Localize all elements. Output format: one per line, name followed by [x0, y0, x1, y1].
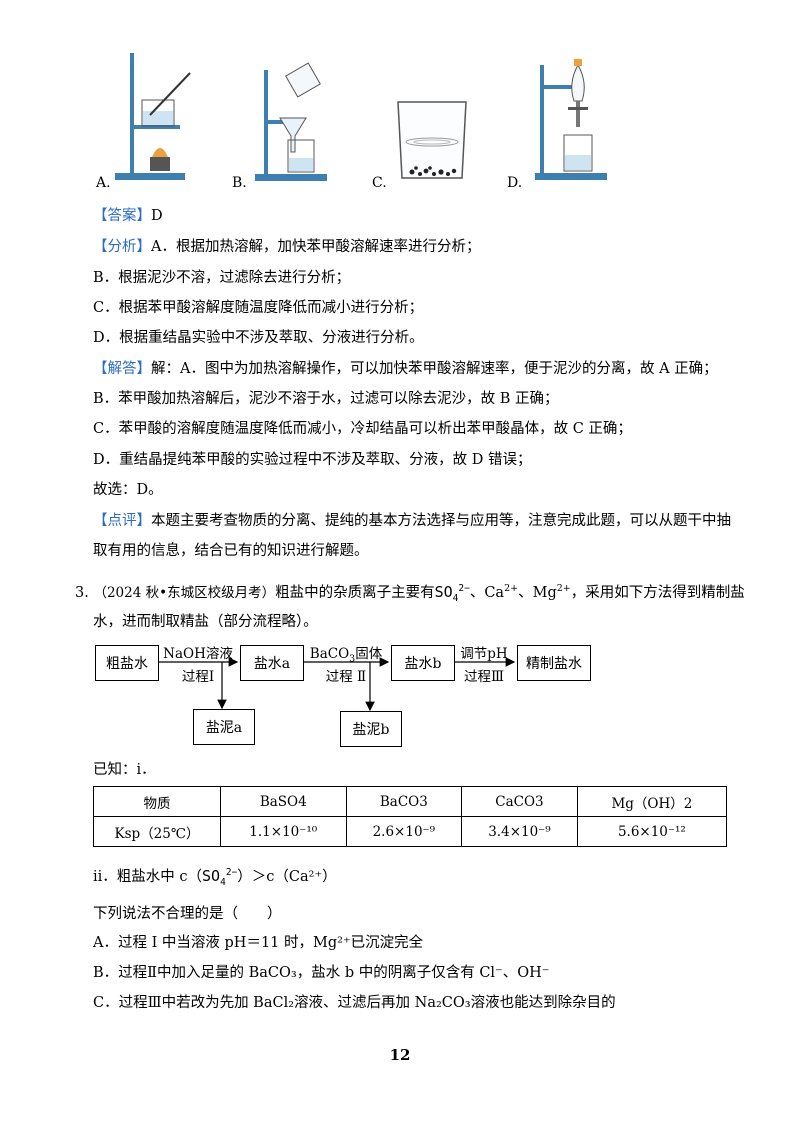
analysis-line-4: D．根据重结晶实验中不涉及萃取、分液进行分析。: [93, 330, 424, 346]
table-header-cell: CaCO3: [461, 786, 578, 817]
heating-dissolve-apparatus-icon: [115, 53, 191, 180]
solution-line-5: 故选：D。: [93, 482, 163, 498]
q3-stem-line-1: 3. （2024 秋•东城区校级月考）粗盐中的杂质离子主要有SO42−、Ca2+…: [75, 582, 745, 603]
flow-box-mud-a: 盐泥a: [193, 709, 255, 745]
flow-box-refined-brine: 精制盐水: [517, 645, 591, 681]
analysis-line-3: C．根据苯甲酸溶解度随温度降低而减小进行分析；: [93, 300, 424, 316]
baco3-solid: 固体: [355, 646, 383, 662]
mg-sup: 2+: [556, 583, 571, 595]
flow-box-crude-brine: 粗盐水: [95, 645, 159, 681]
answer-tag: 【答案】: [93, 208, 151, 224]
table-row: 物质 BaSO4 BaCO3 CaCO3 Mg（OH）2: [93, 786, 728, 817]
solution-line-3: C．苯甲酸的溶解度随温度降低而减小，冷却结晶可以析出苯甲酸晶体，故 C 正确；: [93, 421, 632, 437]
known-label: 已知：ⅰ．: [93, 762, 156, 778]
table-cell: 1.1×10⁻¹⁰: [220, 816, 347, 847]
q3-stem-a: 粗盐中的杂质离子主要有: [275, 585, 435, 601]
flow-arrow2-top: BaCO3固体: [304, 642, 388, 665]
choice-c: C．过程Ⅲ中若改为先加 BaCl₂溶液、过滤后再加 Na₂CO₃溶液也能达到除杂…: [93, 995, 616, 1011]
solution-line-4: D．重结晶提纯苯甲酸的实验过程中不涉及萃取、分液，故 D 错误；: [93, 452, 532, 468]
q3-stem-b: 、Ca: [469, 585, 505, 601]
comment-tag: 【点评】: [93, 513, 151, 529]
so4-main: SO: [202, 867, 221, 885]
flow-arrows: [158, 657, 516, 712]
baco3-sub: 3: [349, 653, 356, 665]
analysis-tag: 【分析】: [93, 239, 151, 255]
page-number: 12: [389, 1046, 411, 1064]
solution-tag: 【解答】: [93, 361, 151, 377]
ksp-table: 物质 BaSO4 BaCO3 CaCO3 Mg（OH）2 Ksp（25℃） 1.…: [93, 786, 728, 847]
flow-box-brine-b: 盐水b: [391, 645, 455, 681]
known2-suffix: ）＞c（Ca²⁺）: [237, 869, 337, 885]
known2-prefix: ⅱ．粗盐水中 c（: [93, 869, 203, 885]
table-header-cell: Mg（OH）2: [576, 786, 728, 817]
comment-text: 本题主要考查物质的分离、提纯的基本方法选择与应用等，注意完成此题，可以从题干中抽: [151, 513, 731, 529]
table-cell: Ksp（25℃）: [93, 816, 221, 847]
separatory-funnel-apparatus-icon: [535, 59, 607, 180]
choice-b: B．过程Ⅱ中加入足量的 BaCO₃，盐水 b 中的阴离子仅含有 Cl⁻、OH⁻: [93, 965, 550, 981]
table-cell: 3.4×10⁻⁹: [461, 816, 578, 847]
analysis-line-2: B．根据泥沙不溶，过滤除去进行分析；: [93, 270, 351, 286]
solution-line-1: 【解答】解：A．图中为加热溶解操作，可以加快苯甲酸溶解速率，便于泥沙的分离，故 …: [93, 359, 718, 379]
comment-line-2: 取有用的信息，结合已有的知识进行解题。: [93, 543, 369, 559]
solution-text: 解：A．图中为加热溶解操作，可以加快苯甲酸溶解速率，便于泥沙的分离，故 A 正确…: [151, 361, 718, 377]
so4-ion: SO42−: [434, 582, 470, 604]
q3-number: 3.: [75, 585, 89, 601]
answer-text: D: [151, 208, 163, 224]
option-b-label: B.: [232, 175, 247, 191]
so4-sup: 2−: [225, 867, 238, 878]
flow-box-brine-a: 盐水a: [240, 645, 304, 681]
option-d-label: D.: [507, 175, 523, 191]
table-header-cell: BaCO3: [345, 786, 463, 817]
table-header-cell: 物质: [93, 786, 221, 817]
analysis-line-1: 【分析】A．根据加热溶解，加快苯甲酸溶解速率进行分析；: [93, 237, 480, 257]
so4-sup: 2−: [458, 583, 470, 594]
table-cell: 2.6×10⁻⁹: [345, 816, 463, 847]
comment-line-1: 【点评】本题主要考查物质的分离、提纯的基本方法选择与应用等，注意完成此题，可以从…: [93, 511, 731, 531]
answer-line: 【答案】D: [93, 206, 163, 226]
flow-arrow1-top: NaOH溶液: [163, 646, 233, 662]
flow-arrow1-bottom: 过程I: [181, 669, 215, 685]
known-2-line: ⅱ．粗盐水中 c（SO42−）＞c（Ca²⁺）: [93, 866, 337, 887]
flow-arrow2-bottom: 过程 Ⅱ: [325, 669, 367, 685]
so4-sub: 4: [452, 593, 459, 604]
table-header-cell: BaSO4: [220, 786, 347, 817]
solution-line-2: B．苯甲酸加热溶解后，泥沙不溶于水，过滤可以除去泥沙，故 B 正确；: [93, 391, 559, 407]
flow-arrow3-bottom: 过程Ⅲ: [463, 669, 505, 685]
option-c-label: C.: [372, 175, 387, 191]
beaker-crystals-icon: [397, 101, 467, 179]
ca-sup: 2+: [504, 583, 519, 595]
filtration-apparatus-icon: [255, 62, 327, 181]
so4-main: SO: [434, 583, 453, 601]
q3-stem-line-2: 水，进而制取精盐（部分流程略）。: [93, 614, 318, 630]
question-prompt: 下列说法不合理的是（ ）: [93, 906, 282, 922]
q3-stem-d: ，采用如下方法得到精制盐: [570, 585, 745, 601]
analysis-text: A．根据加热溶解，加快苯甲酸溶解速率进行分析；: [151, 239, 481, 255]
so4-sub: 4: [220, 877, 226, 888]
flow-box-mud-b: 盐泥b: [340, 711, 402, 747]
flow-arrow3-top: 调节pH: [460, 646, 508, 662]
q3-stem-c: 、Mg: [518, 585, 557, 601]
option-a-label: A.: [96, 175, 111, 191]
q3-source: （2024 秋•东城区校级月考）: [93, 585, 276, 601]
baco3-main: BaCO: [309, 646, 350, 662]
so4-ion-2: SO42−: [202, 866, 238, 888]
table-row: Ksp（25℃） 1.1×10⁻¹⁰ 2.6×10⁻⁹ 3.4×10⁻⁹ 5.6…: [93, 816, 728, 847]
choice-a: A．过程 I 中当溶液 pH＝11 时，Mg²⁺已沉淀完全: [93, 935, 424, 951]
table-cell: 5.6×10⁻¹²: [576, 816, 728, 847]
